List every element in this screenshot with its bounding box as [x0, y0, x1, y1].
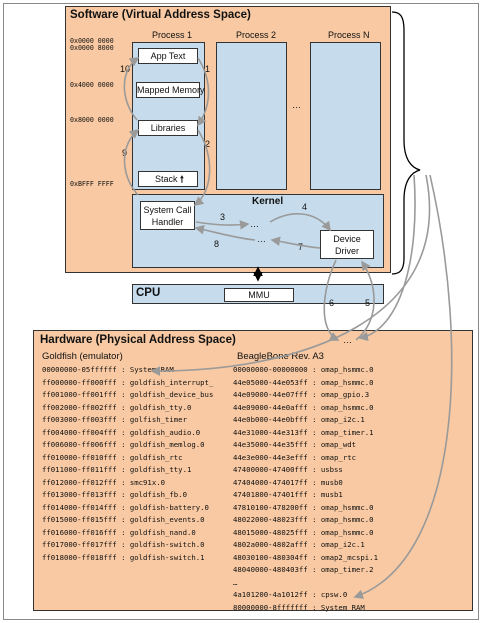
kernel-title: Kernel	[252, 196, 284, 207]
beaglebone-row: 47401800-47401fff : musb1	[233, 490, 343, 499]
system-call-line-2: Handler	[151, 217, 184, 227]
device-driver-line-1: Device	[333, 234, 361, 244]
arrow-num-5: 5	[365, 298, 371, 308]
goldfish-row: ff018000-ff018fff : goldfish-switch.1	[42, 552, 205, 562]
arrow-num-1: 1	[205, 64, 211, 74]
goldfish-row: 00000000-05ffffff : System RAM	[42, 365, 174, 374]
arrow-num-4: 4	[302, 202, 308, 212]
beaglebone-row: 48040000-480403ff : omap_timer.2	[233, 565, 374, 574]
system-call-line-1: System Call	[143, 205, 192, 215]
process-n-label: Process N	[328, 30, 370, 40]
goldfish-row: ff002000-ff002fff : goldfish_tty.0	[42, 402, 192, 412]
arrow-num-8: 8	[214, 239, 220, 249]
kernel-ellipsis-mid: …	[257, 234, 266, 244]
process-ellipsis: …	[292, 100, 301, 110]
stack-up-arrow-icon: 🠕	[180, 174, 184, 184]
arrow-num-9: 9	[122, 148, 128, 158]
process-2-column	[216, 42, 287, 190]
address-1: 0x0000 8000	[70, 44, 114, 52]
system-call-handler: System Call Handler	[140, 201, 195, 230]
beaglebone-row: 4802a000-4802afff : omap_i2c.1	[233, 540, 365, 549]
device-driver-line-2: Driver	[335, 246, 359, 256]
stack-label: Stack	[155, 174, 178, 184]
beaglebone-row: 44e05000-44e053ff : omap_hsmmc.0	[233, 377, 374, 387]
mapped-memory-segment: Mapped Memory	[136, 82, 205, 98]
software-title: Software (Virtual Address Space)	[70, 9, 251, 21]
beaglebone-row: 44e31000-44e313ff : omap_timer.1	[233, 427, 374, 437]
goldfish-row: ff010000-ff010fff : goldfish_rtc	[42, 452, 183, 462]
hardware-title: Hardware (Physical Address Space)	[40, 334, 236, 346]
goldfish-row: ff017000-ff017fff : goldfish-switch.0	[42, 540, 205, 549]
goldfish-row: ff006000-ff006fff : goldfish_memlog.0	[42, 440, 205, 449]
kernel-ellipsis-top: …	[250, 219, 259, 229]
beaglebone-row: 44e35000-44e35fff : omap_wdt	[233, 440, 357, 449]
beaglebone-row: 44e09000-44e07fff : omap_gpio.3	[233, 390, 370, 399]
beaglebone-row: 44e0b000-44e0bfff : omap_i2c.1	[233, 415, 365, 424]
beaglebone-row: 48030100-480304ff : omap2_mcspi.1	[233, 552, 378, 562]
stack-segment: Stack 🠕	[138, 171, 198, 187]
goldfish-row: ff000000-ff000fff : goldfish_interrupt_	[42, 377, 214, 387]
figure-frame	[3, 3, 479, 620]
address-3: 0x8000 0000	[70, 116, 114, 124]
beaglebone-row: 00000000-00000000 : omap_hsmmc.0	[233, 365, 374, 374]
goldfish-title: Goldfish (emulator)	[42, 351, 123, 362]
arrow-num-10: 10	[120, 64, 131, 74]
beaglebone-row: 44e09000-44e0afff : omap_hsmmc.0	[233, 402, 374, 412]
libraries-segment: Libraries	[138, 120, 198, 136]
beaglebone-row: 80000000-8fffffff : System RAM	[233, 602, 365, 612]
goldfish-row: ff014000-ff014fff : goldfish-battery.0	[42, 502, 209, 512]
beaglebone-title: BeagleBone Rev. A3	[237, 351, 324, 362]
beaglebone-row: 48022000-48023fff : omap_hsmmc.0	[233, 515, 374, 524]
beaglebone-row: 44e3e000-44e3efff : omap_rtc	[233, 452, 357, 462]
address-2: 0x4000 0000	[70, 81, 114, 89]
goldfish-row: ff013000-ff013fff : goldfish_fb.0	[42, 490, 187, 499]
beaglebone-memory-map: 00000000-00000000 : omap_hsmmc.0 44e05000…	[233, 364, 378, 614]
process-2-label: Process 2	[236, 30, 277, 40]
arrow-num-2: 2	[205, 139, 211, 149]
goldfish-row: ff015000-ff015fff : goldfish_events.0	[42, 515, 205, 524]
process-1-label: Process 1	[152, 30, 193, 40]
process-1-column	[132, 42, 205, 190]
arrow-num-3: 3	[220, 212, 226, 222]
app-text-segment: App Text	[138, 48, 198, 64]
address-4: 0xBFFF FFFF	[70, 180, 114, 188]
goldfish-row: ff011000-ff011fff : goldfish_tty.1	[42, 465, 192, 474]
goldfish-row: ff012000-ff012fff : smc91x.0	[42, 477, 166, 487]
beaglebone-row: 47810100-478200ff : omap_hsmmc.0	[233, 502, 374, 512]
address-0: 0x0000 0000	[70, 37, 114, 45]
goldfish-row: ff004000-ff004fff : goldfish_audio.0	[42, 427, 201, 437]
arrow-num-6: 6	[329, 298, 335, 308]
cpu-title: CPU	[136, 287, 161, 299]
beaglebone-row: 47404000-474017ff : musb0	[233, 477, 343, 487]
mmu-box: MMU	[224, 288, 294, 302]
beaglebone-row: 48015000-48025fff : omap_hsmmc.0	[233, 527, 374, 537]
beaglebone-row: 4a101200-4a1012ff : cpsw.0	[233, 590, 348, 599]
arrow-num-7: 7	[298, 242, 304, 252]
beaglebone-row: 47400000-47400fff : usbss	[233, 465, 343, 474]
goldfish-row: ff003000-ff003fff : golfish_timer	[42, 415, 187, 424]
goldfish-row: ff016000-ff016fff : goldfish_nand.0	[42, 527, 196, 537]
process-n-column	[310, 42, 381, 190]
hardware-ellipsis: …	[343, 335, 352, 345]
beaglebone-row: …	[233, 577, 238, 587]
goldfish-row: ff001000-ff001fff : goldfish_device_bus	[42, 390, 214, 399]
goldfish-memory-map: 00000000-05ffffff : System RAM ff000000-f…	[42, 364, 213, 564]
device-driver: Device Driver	[320, 230, 374, 259]
